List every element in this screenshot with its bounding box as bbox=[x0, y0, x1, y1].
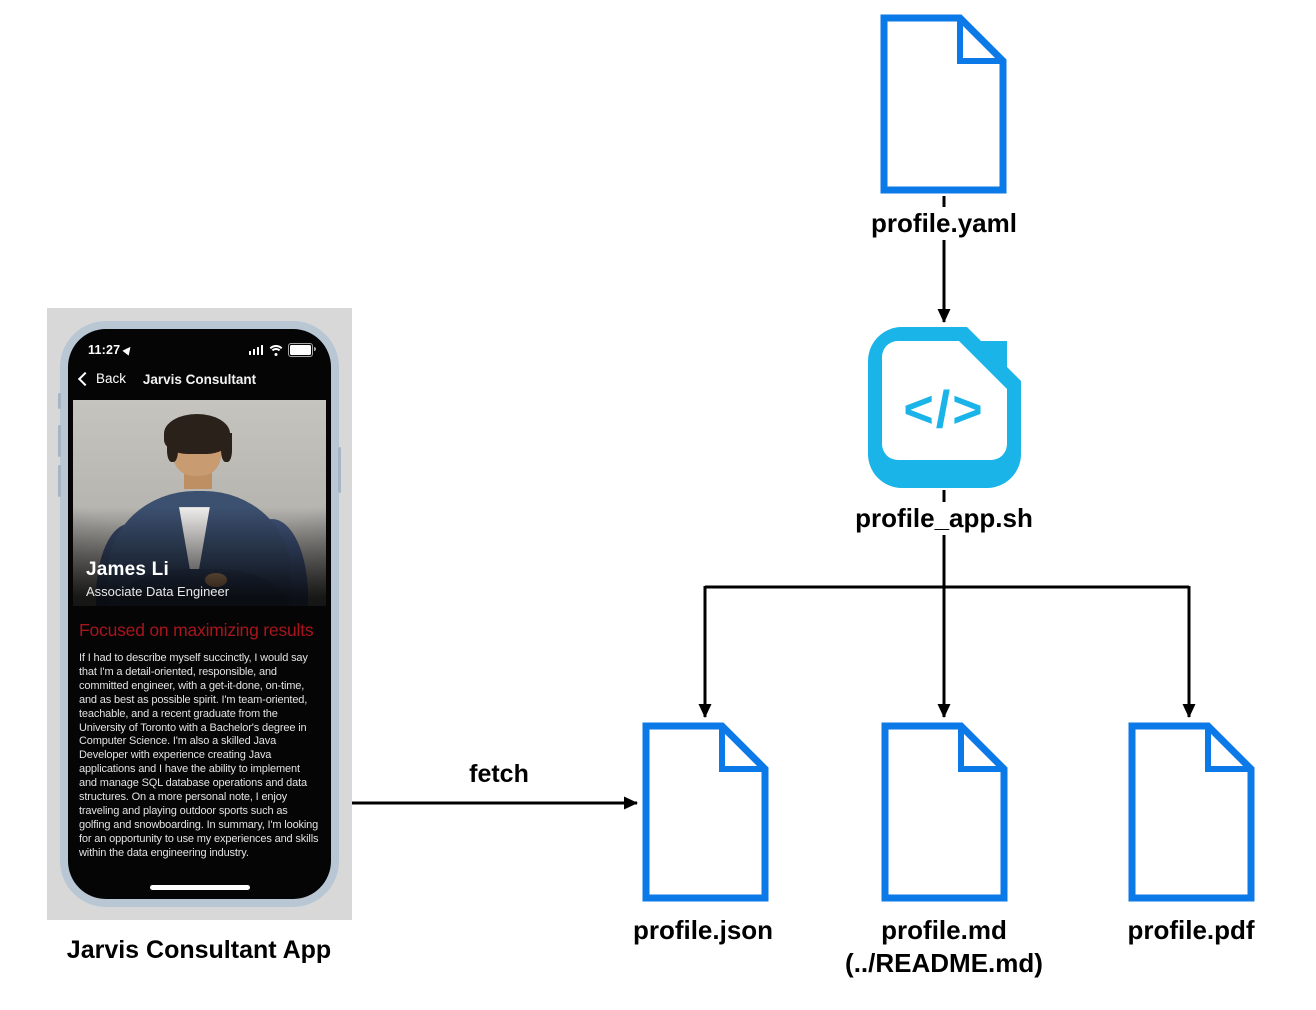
node-label-profile-yaml: profile.yaml bbox=[866, 207, 1022, 240]
home-indicator bbox=[149, 885, 250, 890]
nav-bar: Back Jarvis Consultant bbox=[68, 371, 331, 393]
status-bar: 11:27 bbox=[68, 329, 331, 358]
phone-screenshot-card: 11:27 bbox=[47, 308, 352, 920]
cellular-signal-icon bbox=[248, 345, 263, 355]
app-caption: Jarvis Consultant App bbox=[66, 936, 332, 964]
document-icon-md bbox=[881, 722, 1008, 902]
volume-up-button bbox=[58, 425, 61, 457]
power-button bbox=[338, 447, 341, 493]
profile-headline: Focused on maximizing results bbox=[79, 620, 314, 640]
person-role: Associate Data Engineer bbox=[86, 584, 230, 599]
back-label: Back bbox=[96, 371, 127, 386]
photo-gradient-overlay bbox=[73, 400, 326, 606]
nav-title: Jarvis Consultant bbox=[142, 372, 257, 387]
profile-photo: James Li Associate Data Engineer bbox=[73, 400, 326, 606]
node-label-profile-md-line2: (../README.md) bbox=[845, 948, 1043, 978]
node-label-profile-md: profile.md (../README.md) bbox=[840, 914, 1048, 980]
document-icon-json bbox=[642, 722, 769, 902]
document-icon-yaml bbox=[880, 14, 1007, 194]
document-icon-pdf bbox=[1128, 722, 1255, 902]
volume-down-button bbox=[58, 465, 61, 497]
location-arrow-icon bbox=[122, 344, 134, 356]
battery-icon bbox=[288, 343, 316, 357]
fetch-label: fetch bbox=[469, 760, 529, 788]
back-button[interactable]: Back bbox=[77, 371, 127, 387]
node-label-profile-md-line1: profile.md bbox=[881, 915, 1007, 945]
person-name: James Li bbox=[86, 559, 169, 580]
phone-frame: 11:27 bbox=[58, 321, 341, 907]
phone-screen: 11:27 bbox=[68, 329, 331, 899]
code-glyph: </> bbox=[903, 381, 984, 439]
node-label-profile-app-sh: profile_app.sh bbox=[850, 502, 1038, 535]
status-time: 11:27 bbox=[88, 343, 121, 357]
mute-switch bbox=[58, 393, 61, 409]
node-label-profile-pdf: profile.pdf bbox=[1127, 915, 1255, 945]
code-file-icon: </> bbox=[868, 327, 1021, 488]
profile-bio-text: If I had to describe myself succinctly, … bbox=[79, 652, 319, 859]
chevron-left-icon bbox=[77, 371, 93, 387]
node-label-profile-json: profile.json bbox=[632, 915, 774, 945]
wifi-icon bbox=[266, 344, 285, 356]
